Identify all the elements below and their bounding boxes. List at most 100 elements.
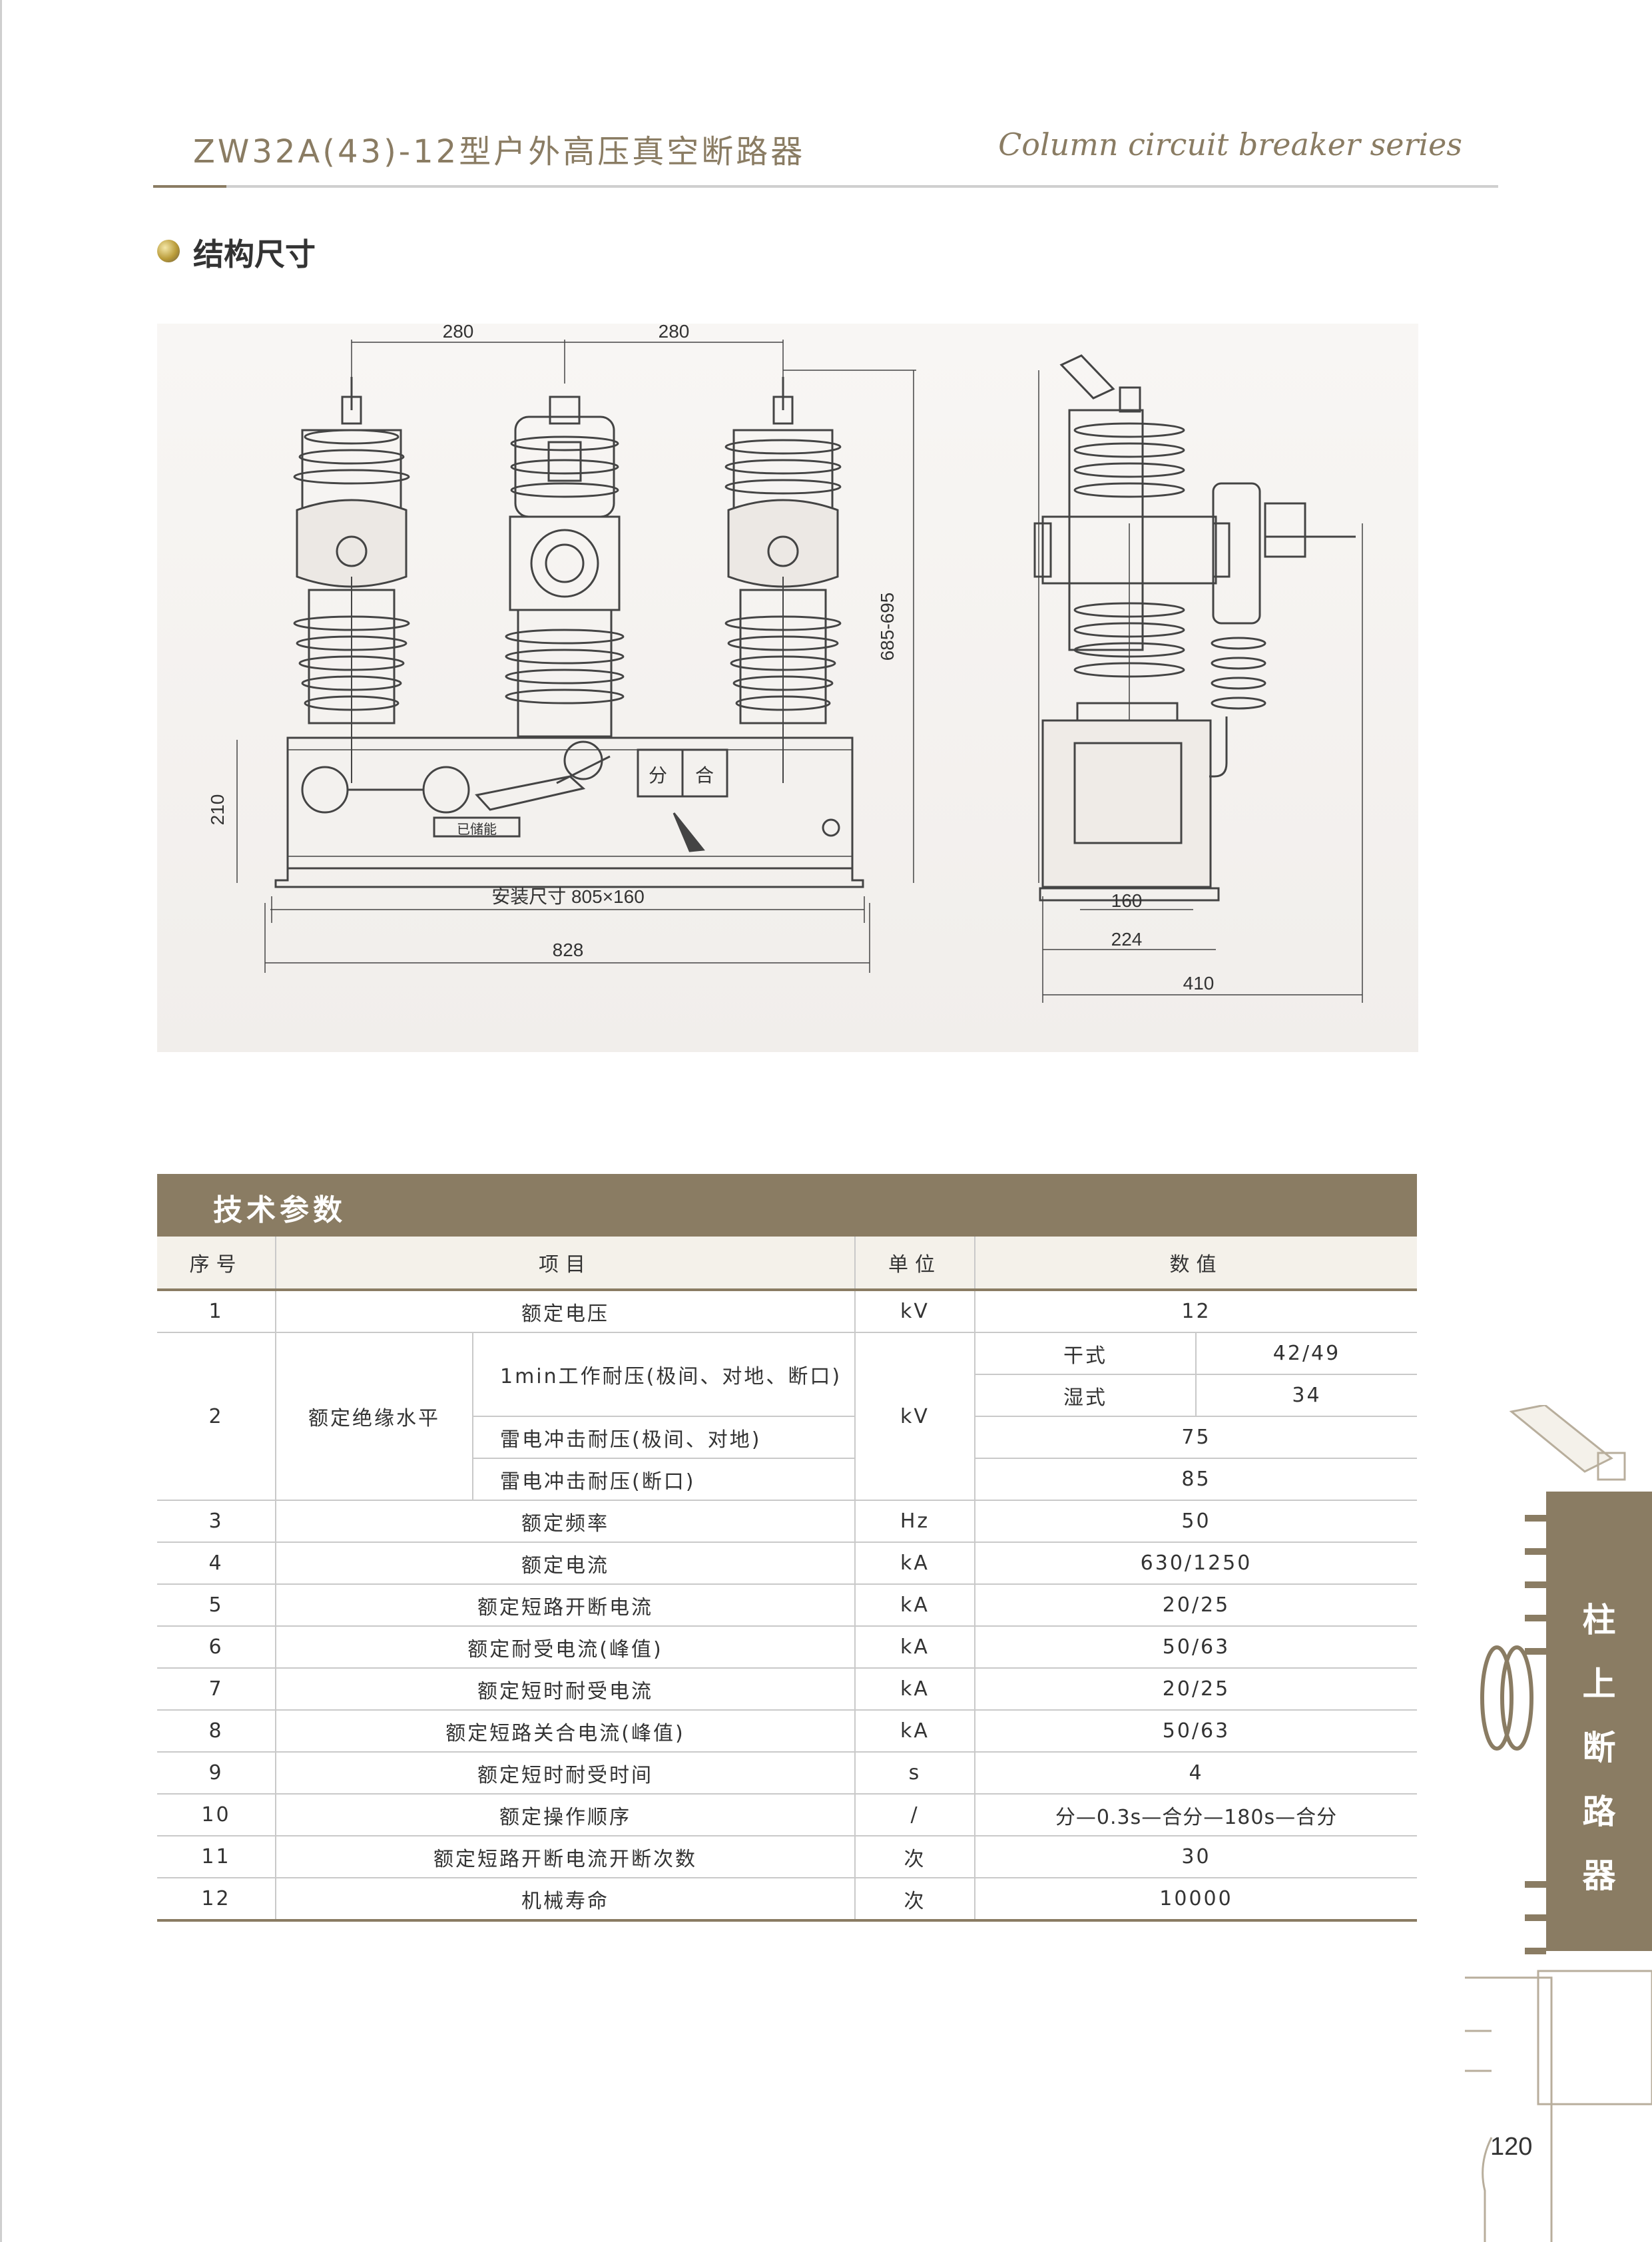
table-banner: 技术参数	[157, 1174, 1417, 1237]
row-unit: 次	[855, 1836, 975, 1878]
row-value: 12	[975, 1290, 1417, 1333]
row-value: 34	[1196, 1374, 1417, 1417]
row-subitem: 雷电冲击耐压(极间、对地)	[473, 1416, 856, 1459]
dim-side-160: 160	[1111, 890, 1143, 911]
row-item: 额定电流	[276, 1542, 856, 1585]
table-row: 8 额定短路关合电流(峰值) kA 50/63	[157, 1710, 1417, 1753]
table-row: 6 额定耐受电流(峰值) kA 50/63	[157, 1626, 1417, 1669]
table-row: 3 额定频率 Hz 50	[157, 1500, 1417, 1543]
side-tab-char: 路	[1582, 1793, 1616, 1831]
row-value: 50	[975, 1500, 1417, 1543]
row-unit: 次	[855, 1878, 975, 1922]
row-no: 4	[157, 1542, 276, 1585]
row-item: 额定频率	[276, 1500, 856, 1543]
row-unit: kA	[855, 1584, 975, 1627]
row-subitem: 1min工作耐压(极间、对地、断口)	[473, 1332, 856, 1417]
row-item: 额定短时耐受电流	[276, 1668, 856, 1711]
table-row: 2 额定绝缘水平 1min工作耐压(极间、对地、断口) kV 干式 42/49	[157, 1332, 1417, 1501]
category-side-tab: 柱 上 断 路 器	[1546, 1492, 1652, 1951]
panel-open-label: 分	[649, 765, 667, 786]
row-sublabel: 干式	[975, 1332, 1197, 1375]
header-unit: 单位	[855, 1237, 975, 1291]
row-value: 分—0.3s—合分—180s—合分	[975, 1794, 1417, 1836]
side-tab-char: 柱	[1582, 1601, 1616, 1639]
table-header-row: 序号 项目 单位 数值	[157, 1237, 1417, 1291]
table-row: 9 额定短时耐受时间 s 4	[157, 1752, 1417, 1795]
row-no: 9	[157, 1752, 276, 1795]
dim-width: 828	[553, 940, 584, 960]
bullet-icon	[157, 240, 180, 262]
table-row: 4 额定电流 kA 630/1250	[157, 1542, 1417, 1585]
breaker-silhouette-decoration	[1465, 1405, 1652, 2242]
row-no: 11	[157, 1836, 276, 1878]
header-item: 项目	[276, 1237, 856, 1291]
panel-stored-label: 已储能	[457, 822, 497, 837]
row-no: 12	[157, 1878, 276, 1922]
row-value: 50/63	[975, 1710, 1417, 1753]
row-value: 30	[975, 1836, 1417, 1878]
row-no: 5	[157, 1584, 276, 1627]
row-unit: kA	[855, 1668, 975, 1711]
table-row: 10 额定操作顺序 / 分—0.3s—合分—180s—合分	[157, 1794, 1417, 1836]
row-no: 6	[157, 1626, 276, 1669]
row-value: 4	[975, 1752, 1417, 1795]
header-rule	[153, 185, 1498, 188]
technical-parameters-table: 序号 项目 单位 数值 1 额定电压 kV 12 2 额定绝缘水平 1min工作…	[157, 1237, 1417, 1922]
breaker-drawing: 280 280 685-695 210 安装尺寸 805×160 828 160…	[207, 324, 1363, 1003]
dim-spacing-1: 280	[443, 324, 474, 342]
row-unit: kA	[855, 1626, 975, 1669]
row-value: 630/1250	[975, 1542, 1417, 1585]
row-item: 额定绝缘水平	[276, 1332, 473, 1501]
row-no: 2	[157, 1332, 276, 1501]
row-unit: Hz	[855, 1500, 975, 1543]
row-item: 机械寿命	[276, 1878, 856, 1922]
table-row: 1 额定电压 kV 12	[157, 1290, 1417, 1333]
header-no: 序号	[157, 1237, 276, 1291]
side-tab-char: 上	[1582, 1665, 1616, 1703]
dim-base-height: 210	[207, 794, 228, 826]
row-unit: kA	[855, 1710, 975, 1753]
row-no: 10	[157, 1794, 276, 1836]
side-tab-char: 断	[1582, 1729, 1616, 1767]
row-unit: /	[855, 1794, 975, 1836]
row-value: 10000	[975, 1878, 1417, 1922]
row-value: 42/49	[1196, 1332, 1417, 1375]
row-value: 20/25	[975, 1584, 1417, 1627]
row-item: 额定耐受电流(峰值)	[276, 1626, 856, 1669]
table-row: 7 额定短时耐受电流 kA 20/25	[157, 1668, 1417, 1711]
dim-mount: 安装尺寸 805×160	[491, 886, 645, 907]
page-number: 120	[1490, 2133, 1533, 2161]
row-subitem: 雷电冲击耐压(断口)	[473, 1458, 856, 1501]
table-row: 湿式 34	[157, 1374, 1417, 1417]
dim-height: 685-695	[877, 593, 898, 661]
header-rule-accent	[153, 185, 226, 188]
row-unit: s	[855, 1752, 975, 1795]
section-title: 结构尺寸	[193, 236, 316, 272]
table-row: 5 额定短路开断电流 kA 20/25	[157, 1584, 1417, 1627]
page-title: ZW32A(43)-12型户外高压真空断路器	[193, 133, 806, 170]
header-value: 数值	[975, 1237, 1417, 1291]
table-row: 12 机械寿命 次 10000	[157, 1878, 1417, 1922]
row-item: 额定电压	[276, 1290, 856, 1333]
row-value: 50/63	[975, 1626, 1417, 1669]
row-item: 额定短路开断电流	[276, 1584, 856, 1627]
row-value: 85	[975, 1458, 1417, 1501]
table-row: 雷电冲击耐压(极间、对地) 75	[157, 1416, 1417, 1459]
row-item: 额定短路关合电流(峰值)	[276, 1710, 856, 1753]
row-value: 75	[975, 1416, 1417, 1459]
panel-close-label: 合	[695, 765, 714, 786]
left-margin-rule	[0, 0, 2, 2242]
row-no: 1	[157, 1290, 276, 1333]
row-unit: kV	[855, 1290, 975, 1333]
dimension-diagram: 280 280 685-695 210 安装尺寸 805×160 828 160…	[157, 324, 1418, 1052]
row-unit: kA	[855, 1542, 975, 1585]
series-subtitle: Column circuit breaker series	[998, 127, 1462, 162]
table-banner-title: 技术参数	[213, 1193, 346, 1227]
row-no: 7	[157, 1668, 276, 1711]
side-tab-char: 器	[1582, 1856, 1616, 1895]
row-item: 额定操作顺序	[276, 1794, 856, 1836]
row-sublabel: 湿式	[975, 1374, 1197, 1417]
table-row: 雷电冲击耐压(断口) 85	[157, 1458, 1417, 1501]
dim-spacing-2: 280	[659, 324, 690, 342]
row-value: 20/25	[975, 1668, 1417, 1711]
